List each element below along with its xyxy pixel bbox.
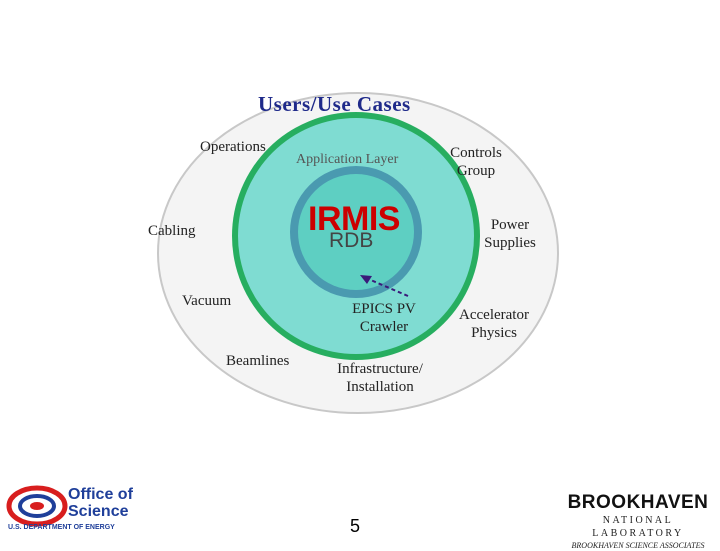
irmis-label: IRMIS [308, 200, 400, 238]
label-beamlines: Beamlines [226, 353, 290, 369]
label-controls-line1: Controls [450, 145, 502, 161]
diagram-title: Users/Use Cases [258, 92, 411, 116]
brookhaven-logo: BROOKHAVEN NATIONAL LABORATORY BROOKHAVE… [560, 492, 716, 550]
crawler-line1: EPICS PV [352, 301, 416, 317]
label-power-line2: Supplies [484, 235, 536, 251]
epics-pv-crawler-label: EPICS PV Crawler [344, 300, 424, 336]
doe-office-of-science-logo: Office of Science U.S. DEPARTMENT OF ENE… [6, 484, 156, 534]
label-accelerator-physics: Accelerator Physics [448, 306, 540, 342]
bnl-name: BROOKHAVEN [567, 492, 709, 513]
bnl-subtitle: NATIONAL LABORATORY [592, 515, 684, 539]
label-controls-line2: Group [456, 163, 496, 179]
label-operations: Operations [200, 139, 266, 155]
label-controls-group: Controls Group [436, 144, 516, 180]
doe-swoosh-icon [6, 485, 68, 527]
label-infrastructure-line2: Installation [346, 379, 414, 395]
label-power-line1: Power [490, 217, 530, 233]
label-accelerator-line1: Accelerator [459, 307, 529, 323]
crawler-arrow [360, 275, 409, 297]
application-layer-label: Application Layer [296, 152, 399, 167]
page-number: 5 [350, 516, 361, 536]
bnl-associates: BROOKHAVEN SCIENCE ASSOCIATES [571, 541, 705, 550]
label-infrastructure-installation: Infrastructure/ Installation [318, 360, 442, 396]
label-infrastructure-line1: Infrastructure/ [337, 361, 423, 377]
label-cabling: Cabling [148, 223, 196, 239]
label-vacuum: Vacuum [182, 293, 232, 309]
doe-logo-line3: U.S. DEPARTMENT OF ENERGY [8, 524, 115, 531]
label-accelerator-line2: Physics [471, 325, 517, 341]
rdb-label: RDB [329, 229, 374, 252]
label-power-supplies: Power Supplies [470, 216, 550, 252]
doe-logo-line1: Office of [68, 486, 133, 503]
doe-logo-line2: Science [68, 503, 129, 520]
rdb-core [298, 174, 414, 290]
crawler-line2: Crawler [359, 319, 409, 335]
